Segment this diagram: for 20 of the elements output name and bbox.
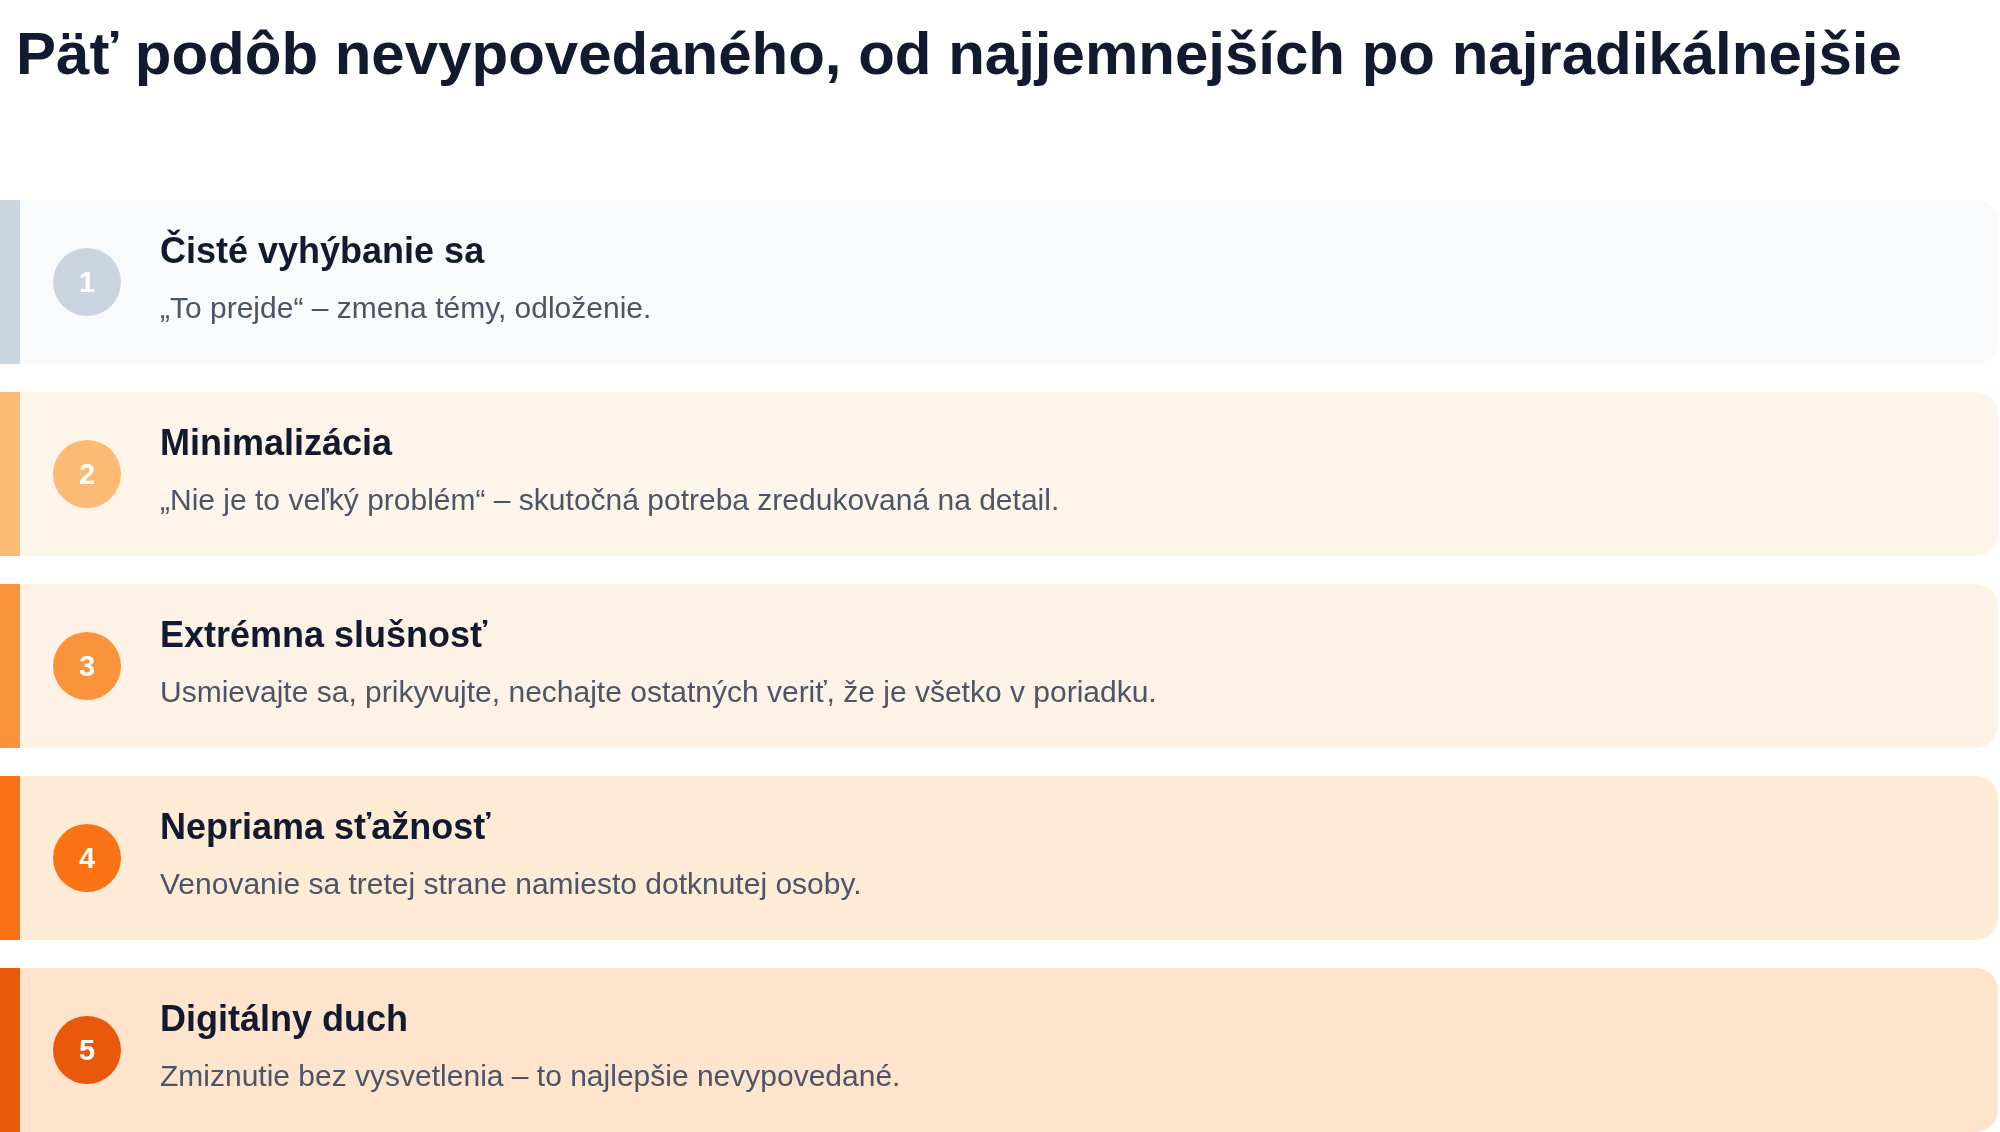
step-number: 4	[53, 824, 121, 892]
card-description: „To prejde“ – zmena témy, odloženie.	[160, 290, 652, 326]
step-number: 3	[53, 632, 121, 700]
list-card	[0, 200, 1998, 364]
list-card	[0, 584, 1998, 748]
list-card	[0, 968, 1998, 1132]
card-description: Usmievajte sa, prikyvujte, nechajte ostatných veriť, že je všetko v poriadku.	[160, 674, 1157, 710]
list-card	[0, 776, 1998, 940]
card-description: „Nie je to veľký problém“ – skutočná potreba zredukovaná na detail.	[160, 482, 1060, 518]
card-description: Zmiznutie bez vysvetlenia – to najlepšie nevypovedané.	[160, 1058, 901, 1094]
card-description: Venovanie sa tretej strane namiesto dotknutej osoby.	[160, 866, 862, 902]
card-title: Digitálny duch	[160, 997, 408, 1041]
card-title: Extrémna slušnosť	[160, 613, 488, 657]
list-card	[0, 392, 1998, 556]
card-title: Minimalizácia	[160, 421, 393, 465]
card-title: Nepriama sťažnosť	[160, 805, 491, 849]
step-number: 5	[53, 1016, 121, 1084]
card-title: Čisté vyhýbanie sa	[160, 229, 485, 273]
step-number: 2	[53, 440, 121, 508]
page-title: Päť podôb nevypovedaného, od najjemnejších po najradikálnejšie	[16, 19, 1902, 89]
